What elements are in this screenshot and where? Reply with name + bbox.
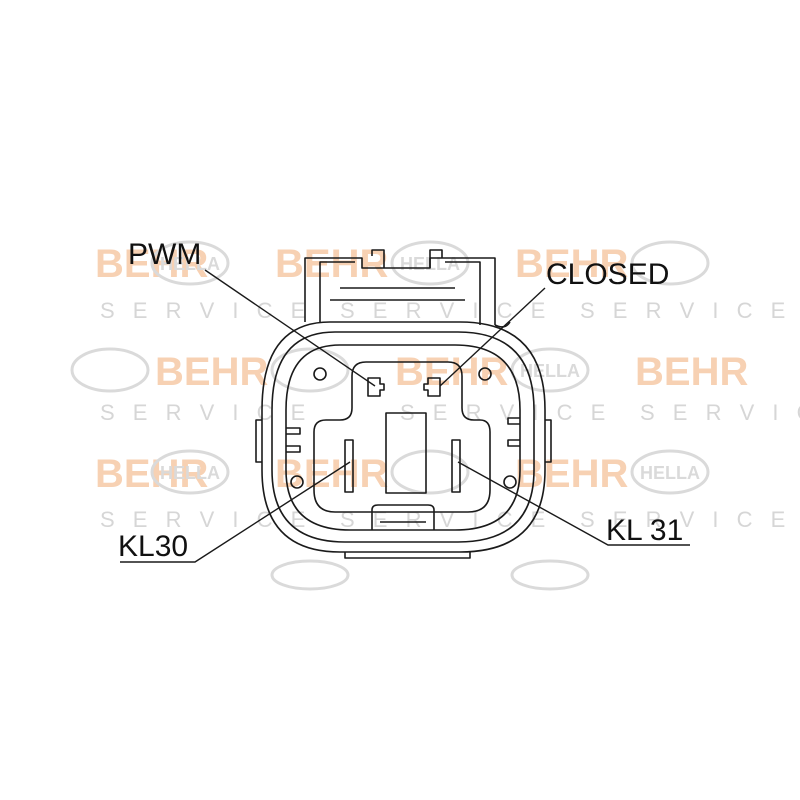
housing-outer	[261, 321, 546, 553]
watermark-hella-oval	[390, 449, 470, 495]
watermark-hella-oval	[510, 347, 590, 393]
closed-pin	[423, 377, 441, 397]
watermark-service: S E R V I C E	[580, 507, 791, 532]
watermark-hella-oval	[270, 347, 350, 393]
watermark-service: S E R V I C E	[100, 507, 311, 532]
kl30-leader	[120, 461, 351, 563]
watermark-service: S E R V I C E	[340, 298, 551, 323]
watermark-hella: HELLA	[520, 361, 580, 381]
watermark-hella-oval	[70, 347, 150, 393]
mounting-hole	[290, 475, 304, 489]
mounting-hole	[503, 475, 517, 489]
watermark-hella-oval	[630, 449, 710, 495]
kl31-label: KL 31	[606, 514, 683, 547]
watermark-hella-oval	[510, 559, 590, 591]
housing-outer-wall	[271, 331, 535, 543]
watermark-hella-oval	[270, 559, 350, 591]
pwm-leader	[204, 269, 376, 387]
mounting-hole	[478, 367, 492, 381]
mounting-hole	[313, 367, 327, 381]
watermark-behr: BEHR	[515, 242, 628, 286]
watermark-layer: BEHR HELLA BEHR HELLA BEHR S E R V I C E…	[70, 240, 800, 591]
watermark-behr: BEHR	[275, 242, 388, 286]
kl31-leader	[457, 461, 690, 546]
watermark-behr: BEHR	[155, 350, 268, 394]
bottom-lock-base	[344, 552, 471, 559]
housing-inner-face	[285, 344, 521, 531]
kl30-label: KL30	[118, 530, 188, 563]
left-rib-detail	[286, 427, 301, 453]
kl31-terminal	[451, 439, 461, 493]
watermark-behr: BEHR	[395, 350, 508, 394]
connector-housing	[255, 249, 552, 559]
watermark-hella: HELLA	[160, 463, 220, 483]
left-rib	[255, 419, 262, 463]
top-latch-inner	[319, 261, 355, 322]
right-rib	[545, 419, 552, 463]
closed-leader	[439, 287, 546, 387]
watermark-behr: BEHR	[635, 350, 748, 394]
watermark-service: S E R V I C E	[400, 400, 611, 425]
bottom-lock	[371, 504, 435, 530]
watermark-service: S E R V I C E	[640, 400, 800, 425]
pwm-label: PWM	[128, 238, 201, 271]
closed-label: CLOSED	[546, 258, 669, 291]
watermark-hella: HELLA	[160, 254, 220, 274]
watermark-service: S E R V I C E	[580, 298, 791, 323]
top-latch-inner	[445, 261, 481, 325]
watermark-hella-oval	[150, 240, 230, 286]
top-latch-notch	[429, 249, 443, 268]
right-rib-detail	[507, 417, 520, 447]
top-latch-notch	[371, 249, 385, 268]
watermark-service: S E R V I C E	[100, 400, 311, 425]
leader-lines	[120, 269, 690, 563]
watermark-hella-oval	[150, 449, 230, 495]
center-key	[385, 412, 427, 494]
pin-cavity	[313, 361, 491, 513]
pwm-pin	[367, 377, 385, 397]
watermark-hella-oval	[390, 240, 470, 286]
watermark-hella: HELLA	[640, 463, 700, 483]
watermark-hella-oval	[630, 240, 710, 286]
top-latch	[304, 257, 496, 325]
watermark-service: S E R V I C E	[100, 298, 311, 323]
